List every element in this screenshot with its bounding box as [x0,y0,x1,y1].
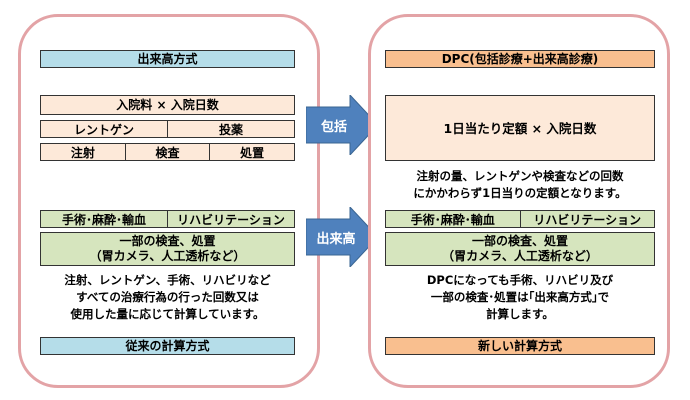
right-partial-box: 一部の検査、処置 （胃カメラ、人工透析など） [385,232,655,266]
left-cell-injection: 注射 [41,144,126,160]
arrow-top-label: 包括 [320,119,347,135]
left-partial-line1: 一部の検査、処置 [119,234,216,248]
right-row-surgery-rehab: 手術･麻酔･輸血 リハビリテーション [385,210,655,228]
left-cell-meds: 投薬 [218,122,243,137]
right-cell-surgery: 手術･麻酔･輸血 [386,211,521,227]
left-desc-line1: 注射、レントゲン、手術、リハビリなど [64,273,271,287]
left-cell-procedure: 処置 [240,145,265,160]
right-partial-line2: （胃カメラ、人工透析など） [442,249,598,263]
left-desc-line3: 使用した量に応じて計算しています。 [70,307,265,321]
right-desc-a-line1: 注射の量、レントゲンや検査などの回数 [416,169,624,183]
arrow-bottom-label: 出来高 [316,231,356,247]
left-row-surgery-rehab: 手術･麻酔･輸血 リハビリテーション [40,210,295,228]
left-cell-exam: 検査 [126,144,211,160]
right-description-b: DPCになっても手術、リハビリ及び 一部の検査･処置は｢出来高方式｣で 計算しま… [385,272,655,323]
right-main-formula: 1日当たり定額 × 入院日数 [385,95,655,161]
left-main-formula: 入院料 × 入院日数 [40,95,295,115]
right-panel [368,14,670,388]
arrow-right-icon [306,95,378,155]
left-cell-surgery: 手術･麻酔･輸血 [41,211,168,227]
left-header: 出来高方式 [40,50,295,68]
right-desc-a-line2: にかかわらず1日当りの定額となります。 [413,186,627,200]
left-row-inj-exam-proc: 注射 検査 処置 [40,143,295,161]
right-desc-b-line1: DPCになっても手術、リハビリ及び [426,273,614,287]
left-panel [18,14,320,388]
left-cell-rehab: リハビリテーション [177,212,285,227]
left-row-xray-meds: レントゲン 投薬 [40,120,295,138]
right-partial-line1: 一部の検査、処置 [471,234,568,248]
right-desc-b-line2: 一部の検査･処置は｢出来高方式｣で [430,290,610,304]
right-desc-b-line3: 計算します。 [486,307,554,321]
left-partial-box: 一部の検査、処置 （胃カメラ、人工透析など） [40,232,295,266]
left-description: 注射、レントゲン、手術、リハビリなど すべての治療行為の行った回数又は 使用した… [40,272,295,323]
left-partial-line2: （胃カメラ、人工透析など） [89,249,246,263]
right-footer: 新しい計算方式 [385,337,655,355]
right-cell-rehab: リハビリテーション [533,212,642,227]
left-footer: 従来の計算方式 [40,337,295,355]
arrow-right-icon [306,207,378,267]
left-cell-xray: レントゲン [41,121,168,137]
right-description-a: 注射の量、レントゲンや検査などの回数 にかかわらず1日当りの定額となります。 [383,168,657,202]
right-header: DPC(包括診療+出来高診療) [385,50,655,68]
left-desc-line2: すべての治療行為の行った回数又は [76,290,259,304]
